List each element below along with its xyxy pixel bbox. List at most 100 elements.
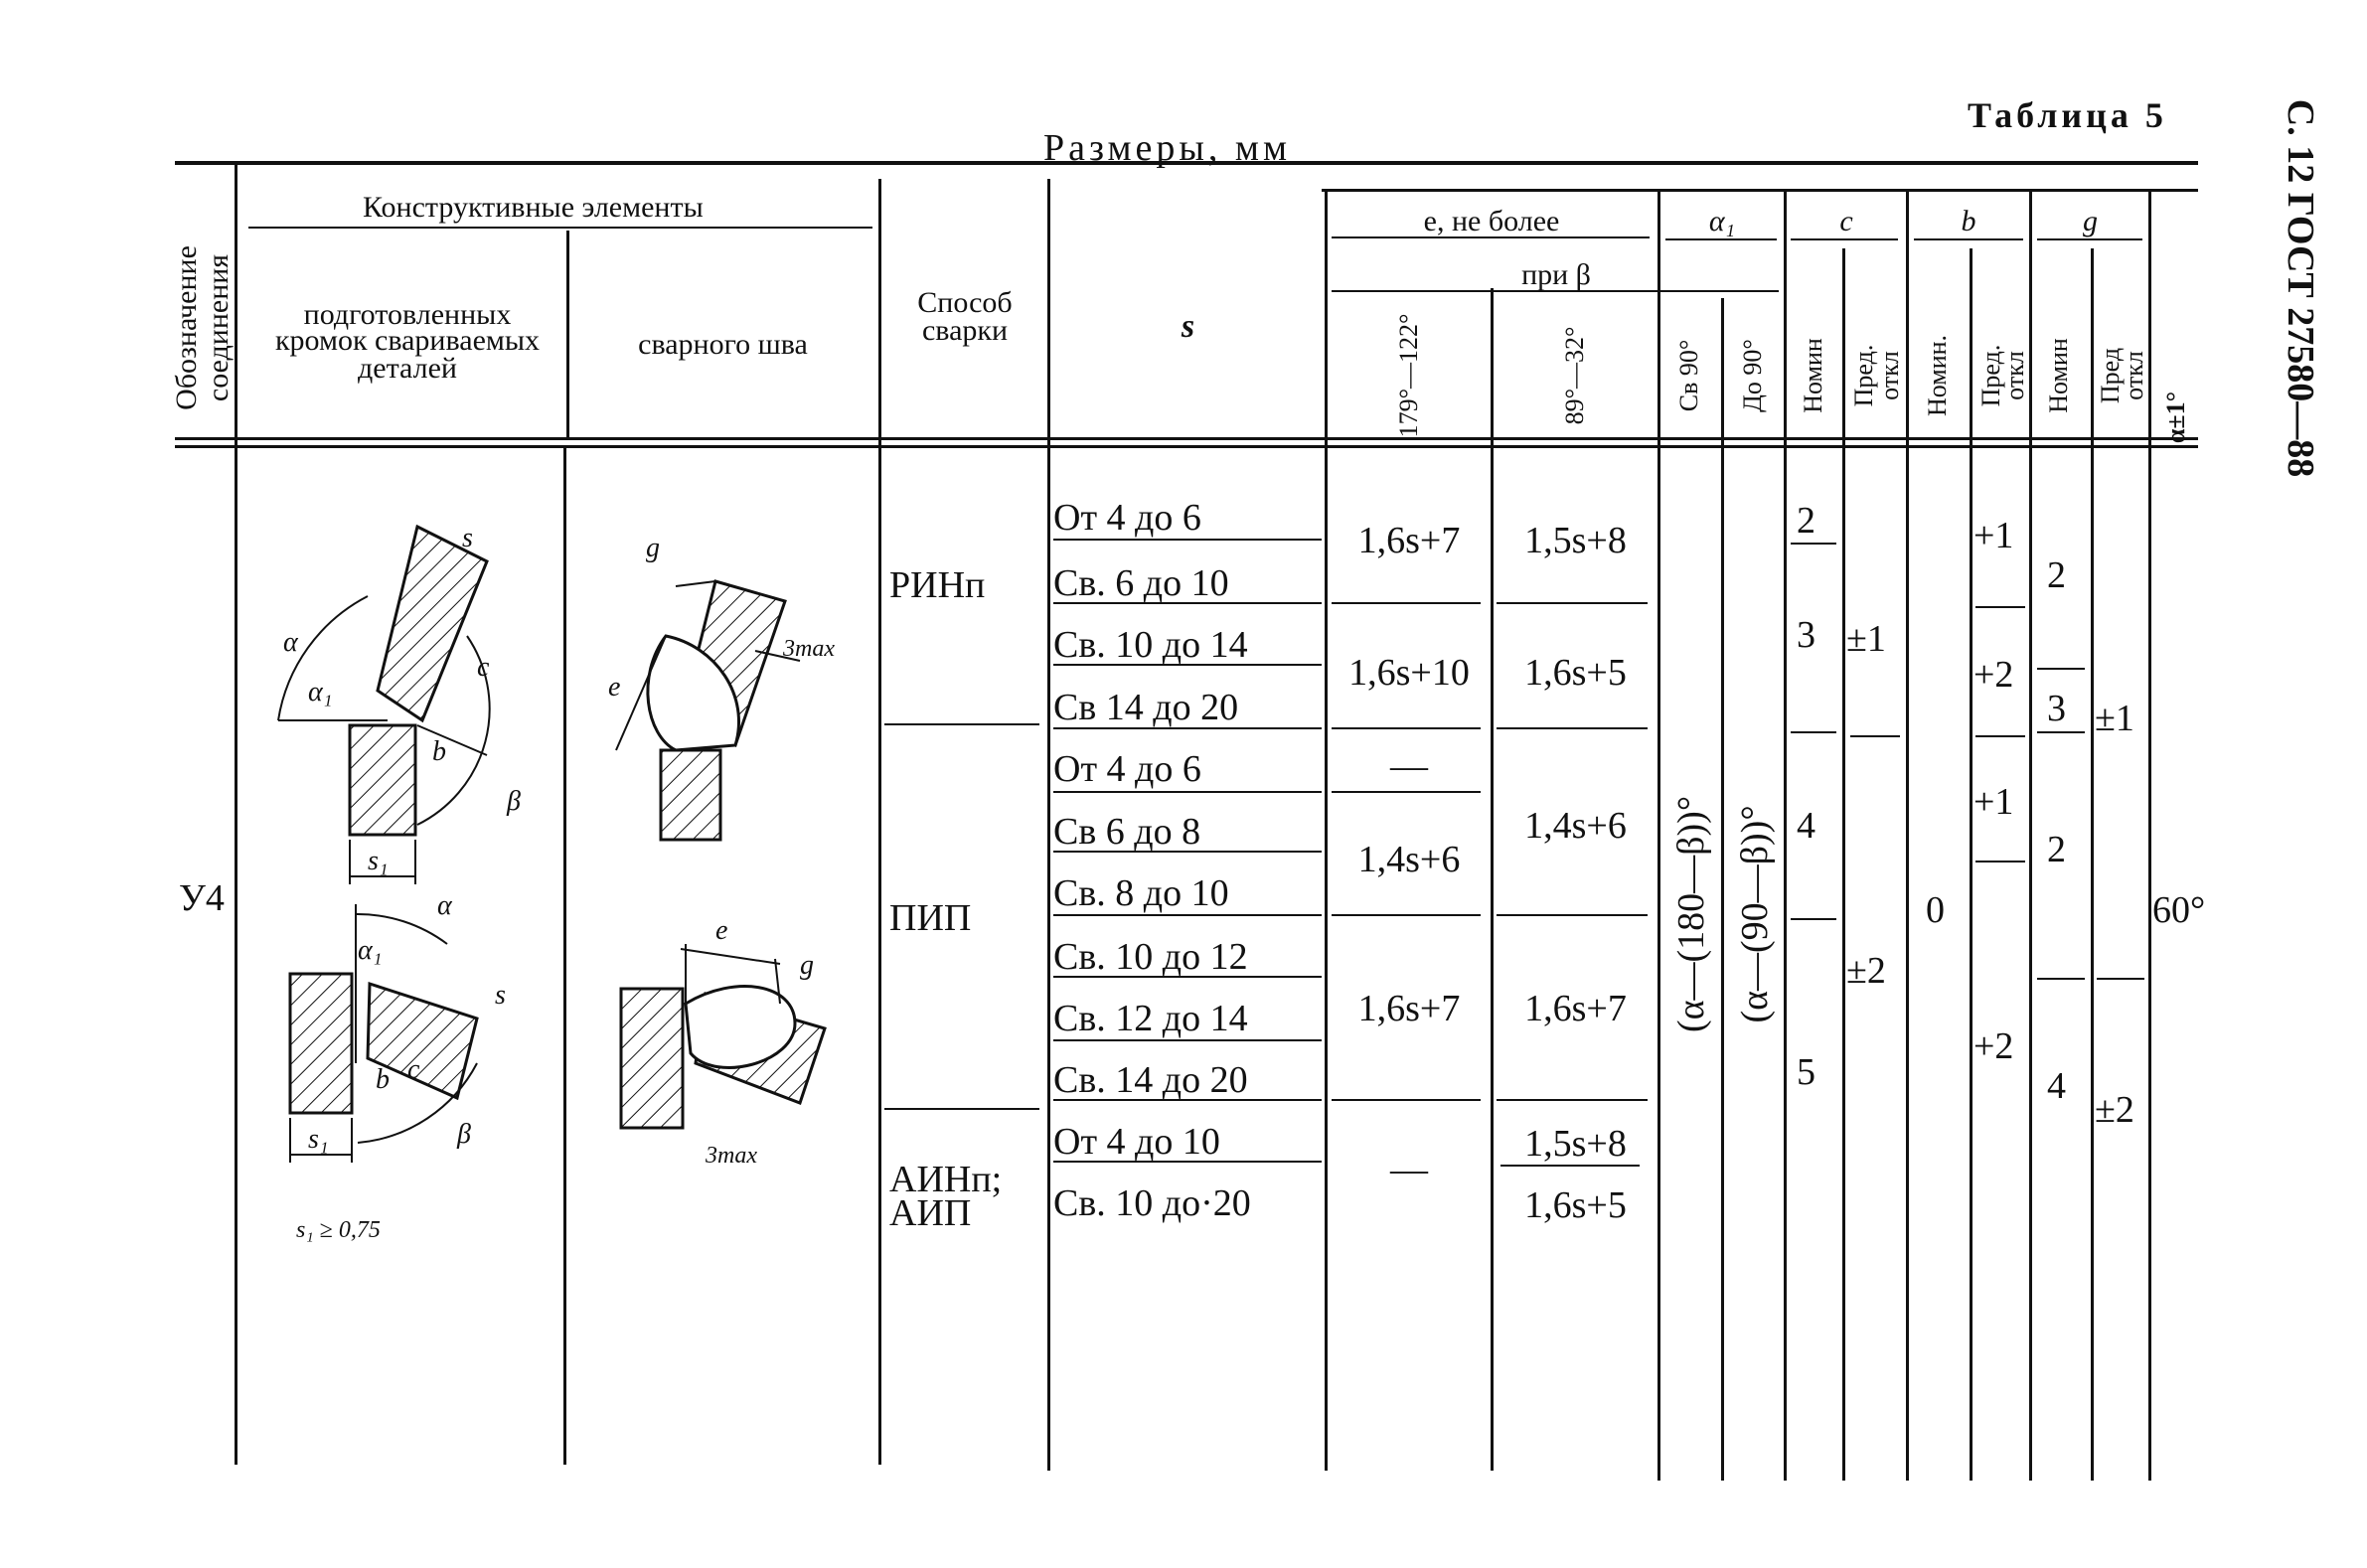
s-range: Св 6 до 8 (1053, 811, 1201, 853)
col-sep-a1a (1657, 189, 1660, 1481)
col-sep-g-tol (2091, 248, 2094, 1481)
e2-rule (1497, 1099, 1648, 1101)
e2-rule (1497, 727, 1648, 729)
c-nom-rule (1791, 731, 1836, 733)
label-s1-top: s₁ (368, 846, 389, 876)
header-edges-1: подготовленных (303, 298, 512, 331)
s-range: От 4 до 6 (1053, 748, 1201, 790)
label-s-bottom: s (495, 980, 506, 1011)
rule-structural (248, 227, 872, 229)
col-sep-s (1047, 179, 1050, 1471)
label-alpha1-bottom: α₁ (358, 935, 382, 966)
header-designation-1: Обозначение (170, 245, 203, 410)
e1-rule (1332, 1099, 1481, 1101)
b-tol-rule (1975, 861, 2025, 862)
c-tol: ±1 (1846, 618, 1886, 660)
header-weld: сварного шва (638, 328, 808, 361)
label-alpha-top: α (283, 627, 299, 658)
label-b-bottom: b (376, 1064, 390, 1095)
prepared-edges-drawing-top (277, 524, 491, 884)
col-sep-edges-body (563, 447, 566, 1465)
b-tol: +2 (1973, 1025, 2014, 1067)
col-sep-g (2029, 189, 2032, 1481)
col-sep-method (878, 179, 881, 1465)
b-nom: 0 (1926, 889, 1945, 931)
s-rule (1053, 727, 1322, 729)
g-nom: 2 (2047, 554, 2066, 596)
e2-value: 1,6s+5 (1524, 1184, 1627, 1226)
label-condition: s₁ ≥ 0,75 (296, 1217, 381, 1242)
rule-c (1791, 238, 1898, 240)
header-structural: Конструктивные элементы (363, 191, 704, 224)
e2-rule (1497, 602, 1648, 604)
top-rule-right (1322, 189, 2198, 192)
s-range: Св. 10 до 12 (1053, 936, 1248, 978)
e2-rule (1500, 1165, 1640, 1167)
header-edges-2: кромок свариваемых (274, 324, 541, 357)
col-sep-c (1784, 189, 1787, 1481)
alpha1-over90: (α—(180—β))° (1670, 795, 1712, 1033)
s-rule (1053, 791, 1322, 793)
c-nom: 5 (1797, 1051, 1815, 1093)
c-nom-rule (1791, 543, 1836, 545)
header-designation-2: соединения (202, 253, 235, 402)
g-nom-rule (2037, 731, 2085, 733)
label-s-top: s (462, 523, 473, 553)
label-3max-bottom: 3max (705, 1143, 757, 1169)
header-b: b (1961, 205, 1976, 237)
s-range: Св. 12 до 14 (1053, 998, 1248, 1039)
label-alpha-bottom: α (437, 890, 453, 921)
label-g-top: g (646, 533, 660, 563)
rule-e (1332, 236, 1650, 238)
b-tol: +1 (1973, 515, 2014, 556)
c-tol-rule (1850, 735, 1900, 737)
s-range: Св. 14 до 20 (1053, 1059, 1248, 1101)
e1-value: — (1390, 745, 1428, 787)
rule-g (2037, 238, 2142, 240)
s-rule (1053, 602, 1322, 604)
header-b-tol-2: откл (2000, 351, 2029, 400)
header-e: e, не более (1423, 205, 1560, 237)
label-e-bottom: e (715, 915, 727, 946)
g-tol: ±1 (2095, 698, 2134, 739)
e1-value: 1,6s+7 (1357, 988, 1461, 1029)
e2-value: 1,4s+6 (1524, 805, 1627, 847)
col-sep-alpha (2148, 189, 2151, 1481)
header-b-nom: Номин. (1923, 334, 1952, 417)
s-rule (1053, 1099, 1322, 1101)
label-beta-bottom: β (456, 1119, 471, 1150)
c-nom: 3 (1797, 614, 1815, 656)
rule-beta (1332, 290, 1779, 292)
header-g-tol-2: откл (2120, 351, 2148, 400)
b-tol: +1 (1973, 781, 2014, 823)
c-tol: ±2 (1846, 950, 1886, 992)
e2-value: 1,6s+5 (1524, 652, 1627, 694)
method-pip: ПИП (889, 897, 972, 939)
s-rule (1053, 851, 1322, 853)
e1-value: — (1390, 1149, 1428, 1190)
g-nom: 2 (2047, 829, 2066, 870)
header-method-2: сварки (921, 314, 1009, 347)
header-s: s (1181, 308, 1195, 345)
alpha-value: 60° (2152, 889, 2206, 931)
rule-b (1914, 238, 2023, 240)
g-nom: 4 (2047, 1065, 2066, 1107)
header-rule-1 (175, 437, 2198, 440)
header-g: g (2083, 205, 2098, 237)
label-g-bottom: g (800, 950, 814, 981)
c-nom-rule (1791, 918, 1836, 920)
e2-value: 1,5s+8 (1524, 1123, 1627, 1165)
col-sep-a1b (1721, 298, 1724, 1481)
label-beta-top: β (506, 786, 521, 817)
label-3max-top: 3max (782, 636, 835, 662)
header-c: c (1839, 205, 1853, 237)
method-rin: РИНп (889, 564, 986, 606)
label-c-bottom: c (407, 1054, 420, 1085)
header-edges-3: деталей (358, 352, 457, 385)
header-rule-2 (175, 445, 2198, 448)
e1-rule (1332, 914, 1481, 916)
label-s1-bottom: s₁ (308, 1124, 329, 1155)
e2-rule (1497, 914, 1648, 916)
page-marker: С. 12 ГОСТ 27580—88 (2280, 98, 2321, 478)
c-nom: 4 (1797, 805, 1815, 847)
